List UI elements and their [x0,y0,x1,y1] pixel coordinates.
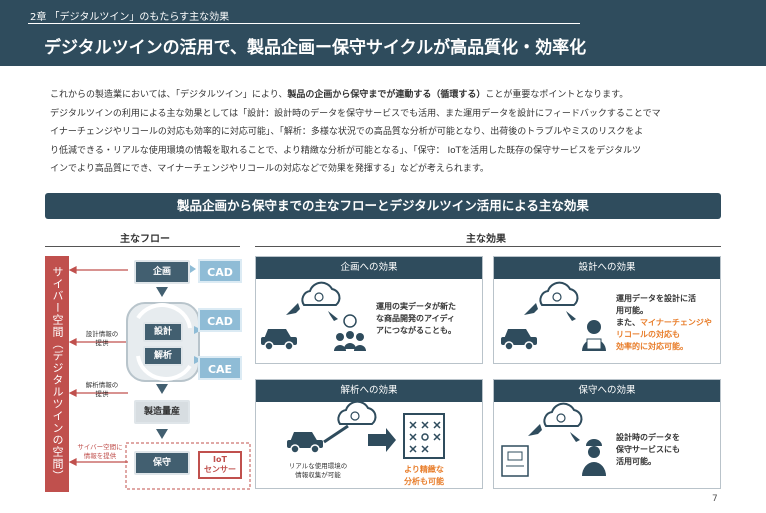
annotation-line: 設計情報の [85,330,119,338]
text-line: アにつながることも。 [376,326,456,335]
text-line: 活用可能。 [616,457,656,466]
text-line: また、 [616,318,640,327]
text-line: 分析も可能 [404,477,444,486]
cad-tool-badge: CAD [198,308,242,332]
intro-line: デジタルツインの利用による主な効果としては「設計：設計時のデータを保守サービスで… [50,108,661,119]
card-title: 解析への効果 [256,380,482,402]
analysis-effect-text: より精緻な 分析も可能 [394,464,454,488]
flow-heading-rule [45,246,240,247]
intro-line: り低減できる・リアルな使用環境の情報を取れることで、より精緻な分析が可能となる」… [50,145,641,156]
caption-line: 情報収集が可能 [295,471,341,479]
annotation-line: 提供 [95,390,109,398]
flow-step-manufacturing: 製造量産 [134,400,190,424]
caption-line: リアルな使用環境の [288,462,348,470]
intro-line: インでより高品質にでき、マイナーチェンジやリコールの対応などで効果を発揮する」な… [50,164,489,174]
cae-tool-badge: CAE [198,356,242,380]
car-cloud-engineer-icon [501,281,606,351]
analysis-caption: リアルな使用環境の 情報収集が可能 [278,462,358,480]
card-title: 保守への効果 [494,380,720,402]
design-effect-card: 設計への効果 運用データを設計に活 用可能。 また、マイナーチェンジや リコール… [493,256,721,364]
flow-step-planning: 企画 [134,260,190,284]
text-line: 保守サービスにも [616,445,680,454]
text-highlight: 効率的に対応可能。 [616,342,688,351]
annotation-line: 解析情報の [85,381,119,389]
car-cloud-people-icon [261,281,366,351]
intro-text: これからの製造業においては、「デジタルツイン」により、 [50,90,288,100]
cad-tool-badge: CAD [198,259,242,283]
flow-step-maintenance: 保守 [134,451,190,475]
text-line: 運用の実データが新た [376,302,456,311]
text-line: 運用データを設計に活 [616,294,696,303]
design-info-annotation: 設計情報の 提供 [77,330,127,348]
intro-line: イナーチェンジやリコールの対応も効率的に対応可能」、「解析：多様な状況での高品質… [50,127,644,137]
text-highlight: リコールの対応も [616,330,680,339]
annotation-line: 提供 [95,339,109,347]
flow-step-design: 設計 [143,322,183,342]
effects-heading-rule [255,246,721,247]
text-line: 設計時のデータを [616,433,680,442]
text-line: 用可能。 [616,306,648,315]
cloud-worker-icon [501,402,606,477]
maintenance-effect-text: 設計時のデータを 保守サービスにも 活用可能。 [616,432,680,468]
chapter-label: 2章 「デジタルツイン」のもたらす主な効果 [30,12,230,23]
intro-text: ことが重要なポイントとなります。 [485,90,629,100]
annotation-line: サイバー空間に [77,443,123,451]
card-title: 設計への効果 [494,257,720,279]
iot-label: IoT [213,455,227,464]
analysis-info-annotation: 解析情報の 提供 [77,381,127,399]
maintenance-effect-card: 保守への効果 設計時のデータを 保守サービスにも 活用可能。 [493,379,721,489]
card-title: 企画への効果 [256,257,482,279]
iot-sensor-badge: IoT センサー [198,451,242,479]
cyber-space-label: サイバー空間（デジタルツインの空間） [45,256,69,492]
chapter-divider [28,23,580,24]
page-number: 7 [712,494,718,504]
page-title: デジタルツインの活用で、製品企画ー保守サイクルが高品質化・効率化 [44,38,587,58]
header-bar: 2章 「デジタルツイン」のもたらす主な効果 デジタルツインの活用で、製品企画ー保… [0,0,766,66]
cyber-info-annotation: サイバー空間に 情報を提供 [72,443,128,461]
flow-heading: 主なフロー [120,234,170,245]
intro-paragraph: これからの製造業においては、「デジタルツイン」により、製品の企画から保守までが連… [50,86,730,179]
section-banner: 製品企画から保守までの主なフローとデジタルツイン活用による主な効果 [45,193,721,219]
planning-effect-text: 運用の実データが新た な商品開発のアイディ アにつながることも。 [376,301,456,337]
annotation-line: 情報を提供 [83,452,117,460]
flow-step-analysis: 解析 [143,346,183,366]
intro-emphasis: 製品の企画から保守までが連動する（循環する） [287,90,486,100]
text-line: より精緻な [404,465,444,474]
analysis-effect-card: 解析への効果 リアルな使用環境の 情報収集が可能 より精緻な 分析も可能 [255,379,483,489]
text-line: な商品開発のアイディ [376,314,456,323]
text-highlight: マイナーチェンジや [640,318,712,327]
car-cloud-analysis-icon [287,400,445,459]
sensor-label: センサー [204,465,236,474]
planning-effect-card: 企画への効果 運用の実データが新た な商品開発のアイディ アにつながることも。 [255,256,483,364]
design-effect-text: 運用データを設計に活 用可能。 また、マイナーチェンジや リコールの対応も 効率… [616,293,712,353]
effects-heading: 主な効果 [466,234,506,245]
